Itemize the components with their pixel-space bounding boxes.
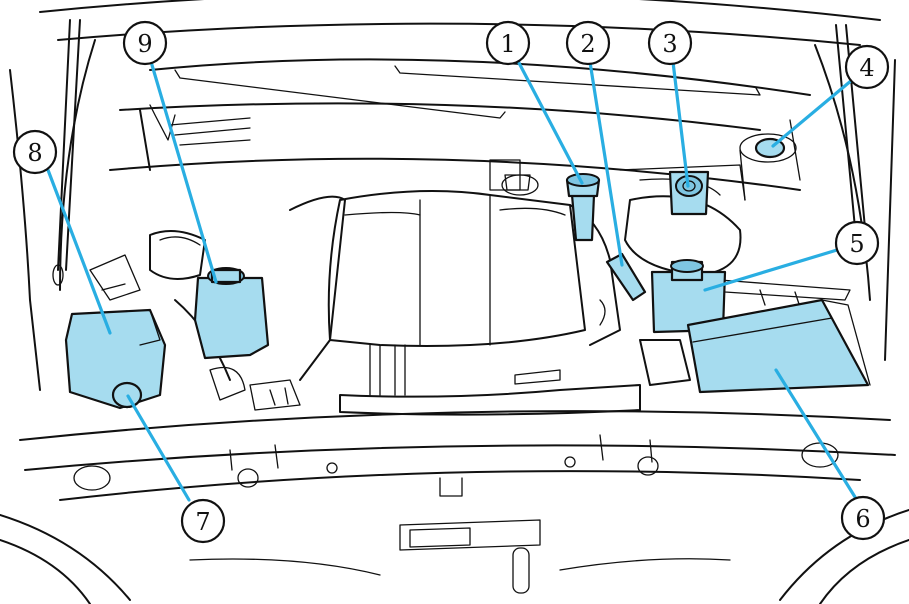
callout-5-label: 5 [849, 230, 864, 258]
leader-8 [46, 168, 112, 335]
callout-5: 5 [834, 220, 880, 266]
callout-1: 1 [485, 20, 531, 66]
part-3 [668, 170, 710, 216]
part-6 [686, 298, 871, 394]
leader-7 [126, 394, 191, 502]
leader-4 [771, 78, 854, 148]
callout-1-label: 1 [500, 30, 515, 58]
callout-8: 8 [12, 129, 58, 175]
callout-4-label: 4 [859, 54, 874, 82]
leader-lines [46, 59, 857, 502]
leader-1 [516, 59, 584, 185]
part-5 [650, 259, 727, 334]
callout-6-label: 6 [855, 505, 870, 533]
part-2 [605, 252, 647, 302]
part-8 [64, 308, 167, 410]
callout-9: 9 [122, 20, 168, 66]
leader-5 [703, 248, 839, 292]
leader-2 [588, 60, 624, 267]
part-9 [193, 267, 270, 360]
callout-4: 4 [844, 44, 890, 90]
callout-3: 3 [647, 20, 693, 66]
callout-9-label: 9 [137, 30, 152, 58]
callout-3-label: 3 [662, 30, 677, 58]
leader-6 [774, 368, 857, 499]
callout-7-label: 7 [195, 508, 210, 536]
part-1 [565, 173, 601, 242]
callout-2-label: 2 [580, 30, 595, 58]
leader-9 [150, 63, 218, 284]
callout-7: 7 [180, 498, 226, 544]
callout-2: 2 [565, 20, 611, 66]
leader-3 [671, 60, 690, 188]
callout-8-label: 8 [27, 139, 42, 167]
callout-6: 6 [840, 495, 886, 541]
